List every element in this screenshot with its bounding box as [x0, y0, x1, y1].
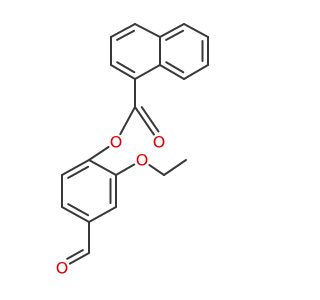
bonds-layer: [61, 23, 209, 265]
bond-c15-c16: [88, 206, 117, 223]
bond-c7-c8: [159, 64, 185, 80]
atom-label-o1: O: [153, 133, 166, 152]
bond-c7-c8-second-line: [165, 61, 185, 74]
bond-c20-o4-second-line: [66, 249, 84, 260]
bond-c6-c7: [183, 64, 209, 80]
bond-c9-c10: [110, 64, 136, 80]
bond-c12-c13-second-line: [67, 165, 90, 179]
bond-c17-c12: [88, 159, 117, 176]
bond-c4-c5: [183, 23, 209, 38]
bond-c18-c19: [163, 159, 187, 176]
bond-c3-c4: [159, 23, 185, 38]
bond-c3-c4-second-line: [165, 29, 185, 41]
atom-label-o4: O: [56, 259, 69, 278]
bond-c1-c2: [110, 23, 136, 38]
bond-c1-c2-second-line: [116, 29, 136, 41]
bond-c11-o1: [134, 106, 155, 136]
bond-c17-o3: [115, 163, 136, 176]
bond-c9-c10-second-line: [116, 61, 136, 74]
bond-c11-o1-second-line: [140, 106, 160, 133]
bond-c14-c15-second-line: [67, 203, 90, 217]
bond-c20-o4: [68, 252, 90, 265]
bond-c8-c9: [134, 64, 161, 80]
bond-c2-c3: [134, 23, 161, 38]
bond-c11-o2: [119, 106, 136, 136]
bond-c14-c15: [61, 206, 90, 223]
atom-label-o2: O: [110, 133, 123, 152]
bond-c12-c13: [61, 159, 90, 176]
bond-o2-c12: [88, 145, 110, 161]
bond-o3-c18: [148, 164, 165, 176]
atom-label-o3: O: [136, 151, 149, 170]
